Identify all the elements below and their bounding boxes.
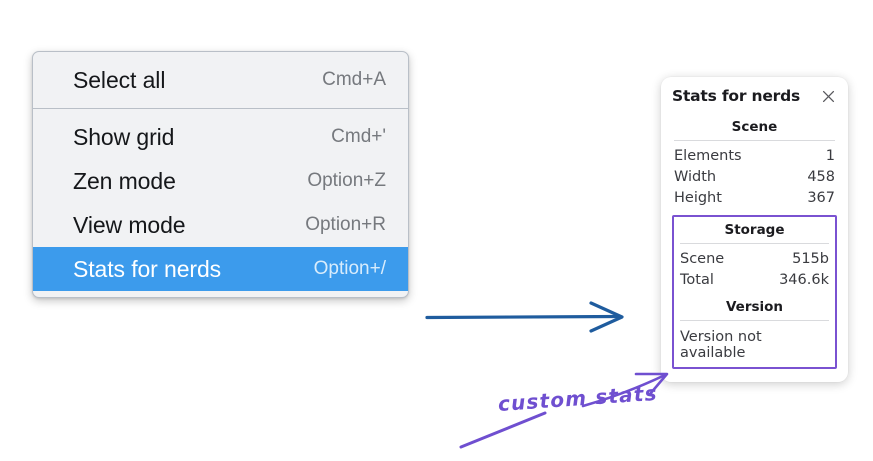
stats-panel-header: Stats for nerds <box>672 87 837 105</box>
stats-panel-title: Stats for nerds <box>672 87 801 105</box>
stat-value: 367 <box>807 189 835 206</box>
section-title-scene: Scene <box>731 119 778 135</box>
purple-underline-stroke <box>459 411 547 449</box>
stat-value: 346.6k <box>779 271 829 288</box>
menu-item-view-mode[interactable]: View mode Option+R <box>33 203 408 247</box>
custom-stats-highlight-box: Storage Scene 515b Total 346.6k Version … <box>672 215 837 369</box>
menu-item-label: Select all <box>73 66 166 93</box>
menu-item-shortcut: Cmd+' <box>331 126 386 147</box>
menu-item-shortcut: Cmd+A <box>322 69 386 90</box>
stats-section-storage: Storage Scene 515b Total 346.6k <box>678 220 831 290</box>
stat-label: Scene <box>680 250 725 267</box>
annotation-label-custom-stats: custom stats <box>497 380 659 416</box>
menu-item-shortcut: Option+R <box>305 214 386 235</box>
menu-item-label: Show grid <box>73 123 175 150</box>
menu-group-2: Show grid Cmd+' Zen mode Option+Z View m… <box>33 108 408 297</box>
version-status-text: Version not available <box>680 329 762 361</box>
section-divider <box>674 140 835 141</box>
blue-arrow <box>425 301 624 333</box>
section-title-version: Version <box>725 299 784 315</box>
section-divider <box>680 243 829 244</box>
stat-label: Height <box>674 189 722 206</box>
menu-item-label: Zen mode <box>73 167 176 194</box>
menu-item-select-all[interactable]: Select all Cmd+A <box>33 58 408 102</box>
menu-item-show-grid[interactable]: Show grid Cmd+' <box>33 115 408 159</box>
stat-row-elements: Elements 1 <box>672 145 837 166</box>
section-divider <box>680 320 829 321</box>
menu-item-zen-mode[interactable]: Zen mode Option+Z <box>33 159 408 203</box>
canvas-context-menu[interactable]: Select all Cmd+A Show grid Cmd+' Zen mod… <box>32 51 409 298</box>
stats-section-version: Version Version not available <box>678 290 831 362</box>
stat-value: 458 <box>807 168 835 185</box>
stat-label: Total <box>680 271 714 288</box>
menu-item-shortcut: Option+/ <box>313 258 386 279</box>
menu-item-stats-for-nerds[interactable]: Stats for nerds Option+/ <box>33 247 408 291</box>
stat-row-storage-scene: Scene 515b <box>678 248 831 269</box>
stat-row-height: Height 367 <box>672 187 837 208</box>
stat-row-storage-total: Total 346.6k <box>678 269 831 290</box>
stat-row-width: Width 458 <box>672 166 837 187</box>
close-icon[interactable] <box>820 88 837 105</box>
stats-for-nerds-panel: Stats for nerds Scene Elements 1 Width 4… <box>661 77 848 382</box>
stat-label: Elements <box>674 147 742 164</box>
section-title-storage: Storage <box>724 222 785 238</box>
stat-value: 1 <box>825 147 835 164</box>
menu-item-shortcut: Option+Z <box>307 170 386 191</box>
stat-label: Width <box>674 168 717 185</box>
menu-group-1: Select all Cmd+A <box>33 52 408 108</box>
stats-section-scene: Scene Elements 1 Width 458 Height 367 <box>672 117 837 208</box>
menu-item-label: Stats for nerds <box>73 255 222 282</box>
menu-item-label: View mode <box>73 211 186 238</box>
stat-value: 515b <box>792 250 829 267</box>
